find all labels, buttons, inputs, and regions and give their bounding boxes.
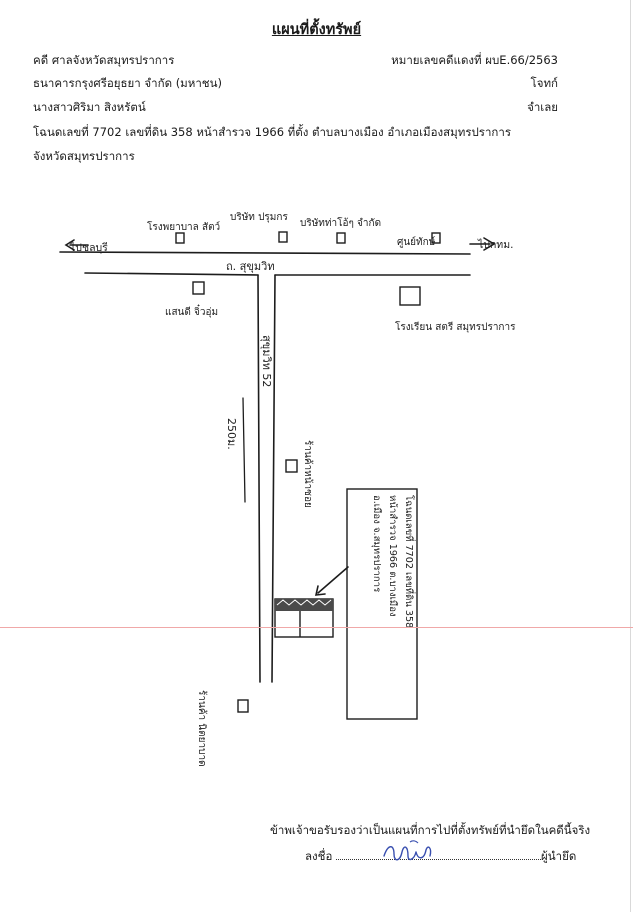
case-number: หมายเลขคดีแดงที่ ผบE.66/2563 xyxy=(391,53,558,67)
sign-suffix: ผู้นำยึด xyxy=(541,849,577,863)
left-direction-label: ไปชลบุรี xyxy=(69,241,108,254)
shop-marker xyxy=(192,281,205,295)
soi-shop-label: ร้านค้าหน้าซอย xyxy=(302,440,314,508)
property-plot-hatch xyxy=(275,599,333,611)
property-note-line-1: โฉนดเลขที่ 7702 เลขที่ดิน 358 xyxy=(403,495,416,628)
main-road-bottom-edge xyxy=(84,272,471,276)
road-network xyxy=(59,237,496,683)
school-label: โรงเรียน สตรี สมุทรปราการ xyxy=(395,320,516,333)
hospital-label: โรงพยาบาล สัตว์ xyxy=(147,220,220,233)
court-line: คดี ศาลจังหวัดสมุทรปราการ xyxy=(33,53,175,67)
plaintiff-role: โจทก์ xyxy=(530,76,558,90)
property-note-box xyxy=(346,488,418,720)
province-line: จังหวัดสมุทรปราการ xyxy=(33,149,135,163)
lower-shop-marker xyxy=(237,699,249,713)
signature-dotted-line xyxy=(336,849,542,860)
side-road-right-edge xyxy=(271,274,276,683)
defendant-name: นางสาวศิริมา สิงหรัตน์ xyxy=(33,100,146,114)
school-marker xyxy=(399,286,421,306)
property-note-line-2: หน้าสำรวจ 1966 ต.บางเมือง xyxy=(387,495,399,617)
document-title: แผนที่ตั้งทรัพย์ xyxy=(271,22,362,38)
company-b-label: บริษัทท่าโอ้ๆ จำกัด xyxy=(300,216,381,229)
main-road-top-edge xyxy=(59,251,471,255)
deed-line: โฉนดเลขที่ 7702 เลขที่ดิน 358 หน้าสำรวจ … xyxy=(33,125,512,139)
sign-prefix: ลงชื่อ xyxy=(305,849,333,863)
main-road-label: ถ. สุขุมวิท xyxy=(226,260,275,273)
plaintiff-name: ธนาคารกรุงศรีอยุธยา จำกัด (มหาชน) xyxy=(33,76,222,90)
property-pointer xyxy=(317,566,349,594)
company-b-marker xyxy=(336,232,346,244)
company-a-label: บริษัท ปรุมกร xyxy=(230,212,288,223)
right-arrow-head xyxy=(483,237,496,251)
lower-shop-label: ร้านค้า นิตยาบาด xyxy=(196,690,208,767)
service-marker xyxy=(431,232,441,244)
defendant-role: จำเลย xyxy=(527,100,558,114)
right-direction-label: ไปกทม. xyxy=(477,238,513,251)
distance-label: 250ม. xyxy=(225,418,238,450)
distance-line xyxy=(242,397,246,503)
signature-line: ลงชื่อ ผู้นำยึด xyxy=(305,848,576,866)
hospital-marker xyxy=(175,232,185,244)
company-a-marker xyxy=(278,231,288,243)
service-label: ศูนย์ทักษ์ xyxy=(397,236,436,248)
side-road-label: สุขุมวิท 52 xyxy=(260,335,273,387)
handwritten-signature xyxy=(383,840,432,861)
property-pointer-head xyxy=(314,585,326,596)
shop-label: แสนดี จิ๋วอุ่ม xyxy=(165,304,218,318)
property-note-line-3: อ.เมือง จ.สมุทรปราการ xyxy=(371,495,383,592)
left-arrow-head xyxy=(64,239,75,251)
certification-text: ข้าพเจ้าขอรับรองว่าเป็นแผนที่การไปที่ตั้… xyxy=(270,823,591,837)
soi-shop-marker xyxy=(285,459,298,473)
page-edge-line xyxy=(630,0,631,912)
side-road-left-edge xyxy=(257,274,261,683)
scan-guide-line xyxy=(0,627,633,628)
